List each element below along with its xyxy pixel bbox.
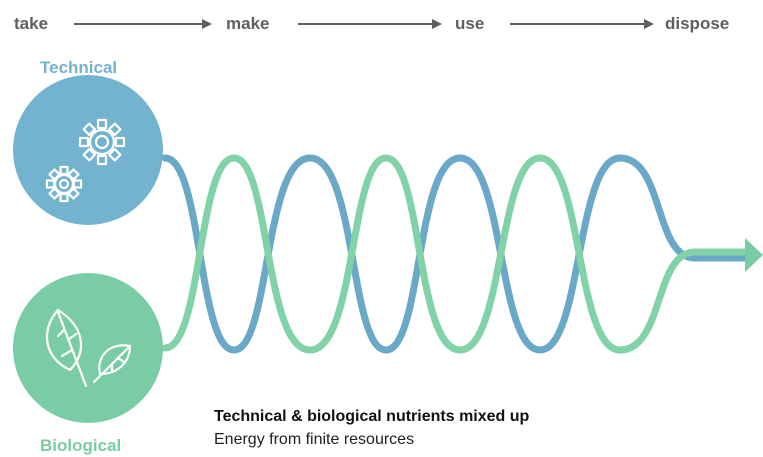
biological-label: Biological [40,436,122,455]
flow-step-take: take [14,14,49,33]
output-arrow-head [745,238,763,272]
technical-nutrient-wave [161,154,756,354]
flow-step-use: use [455,14,485,33]
gears-icon [45,118,126,203]
flow-step-dispose: dispose [665,14,730,33]
flow-step-make: make [226,14,270,33]
caption-subtitle: Energy from finite resources [214,431,415,448]
biological-nutrient-wave [161,154,756,354]
flow-arrow-1 [74,19,212,29]
flow-arrow-2 [298,19,442,29]
flow-arrow-3 [510,19,654,29]
caption-title: Technical & biological nutrients mixed u… [214,408,530,425]
biological-circle [13,273,163,423]
technical-label: Technical [40,58,118,77]
leaves-icon [45,308,132,388]
